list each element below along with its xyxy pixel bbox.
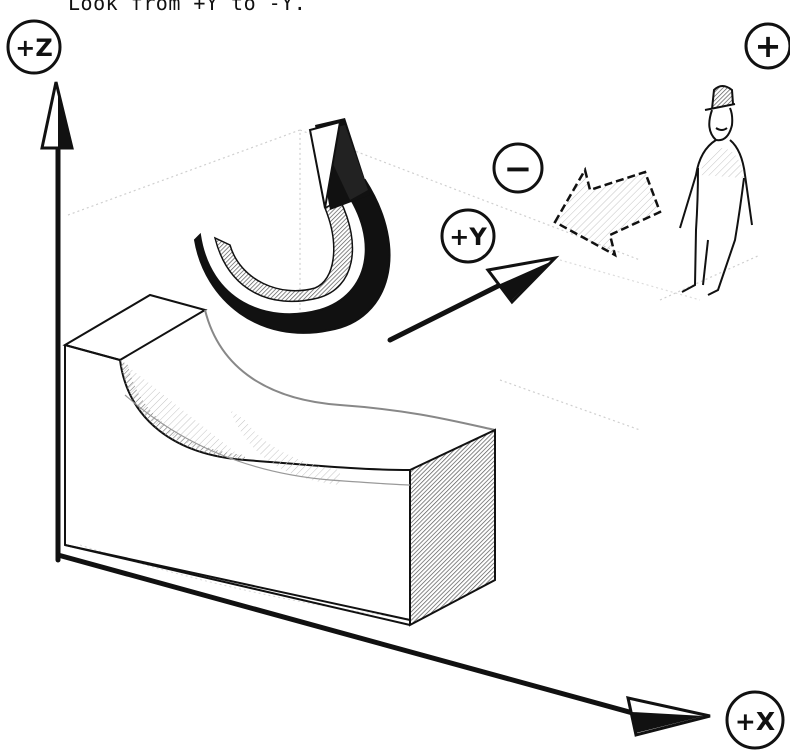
svg-text:−: − (504, 149, 533, 189)
observer-figure (680, 86, 752, 295)
hat-icon (705, 86, 735, 110)
y-axis (390, 258, 555, 340)
z-axis-label: +Z (8, 21, 60, 73)
plus-marker: + (746, 24, 790, 68)
rotation-arrow-icon (195, 118, 390, 333)
svg-text:+Y: +Y (449, 223, 487, 251)
svg-text:+Z: +Z (15, 34, 53, 62)
x-axis (58, 555, 710, 735)
y-axis-label: +Y (442, 210, 494, 262)
svg-text:+X: +X (735, 707, 775, 736)
x-axis-label: +X (727, 692, 783, 748)
background-box-sketch (68, 130, 760, 430)
view-direction-arrow-icon (555, 170, 660, 255)
minus-marker: − (494, 144, 542, 192)
z-axis (42, 82, 72, 560)
svg-text:+: + (755, 27, 782, 65)
